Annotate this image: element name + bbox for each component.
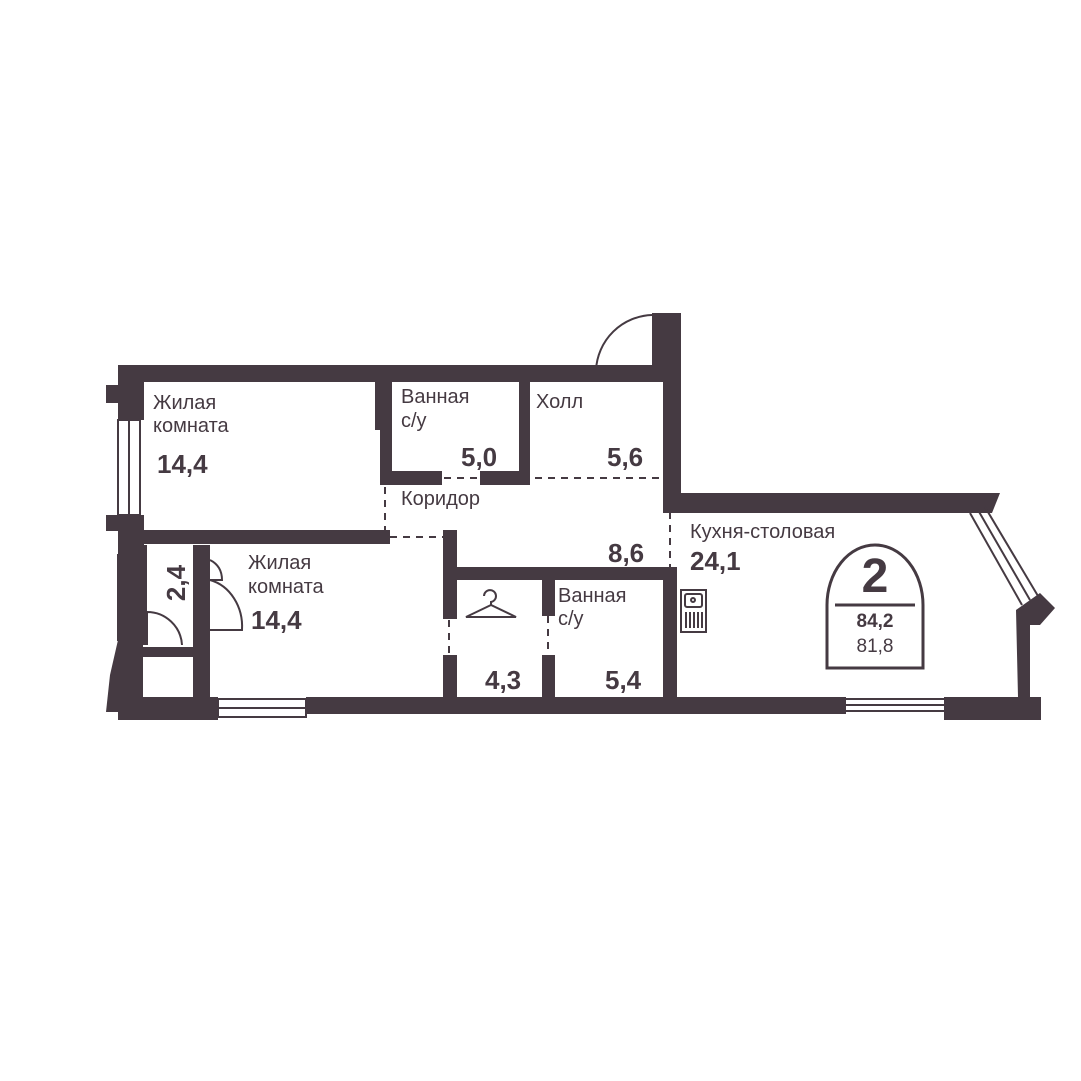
living1-label-line1: Жилая (153, 392, 217, 414)
badge-living-area: 81,8 (856, 636, 894, 657)
wall-kitchen-top (663, 493, 1000, 513)
corridor-label: Коридор (401, 488, 480, 510)
windows (117, 419, 1039, 718)
living1-area: 14,4 (157, 449, 208, 479)
window-kitchen-diagonal (969, 512, 1023, 606)
closet-area: 4,3 (485, 665, 522, 695)
wall-living-divider (143, 530, 390, 544)
badge-total-area: 84,2 (856, 611, 894, 632)
badge-rooms-count: 2 (861, 550, 889, 603)
wall-left-top (118, 365, 144, 420)
badge-frame (825, 543, 925, 670)
living2-label-line1: Жилая (248, 552, 312, 574)
apartment-badge (825, 543, 925, 670)
doors (146, 314, 653, 646)
hanger-icon (465, 589, 517, 618)
wall-top (118, 365, 663, 382)
kitchen-area: 24,1 (690, 546, 741, 576)
wall-left-bottom (118, 555, 143, 720)
bath1-label-line1: Ванная (401, 386, 470, 408)
bath1-area: 5,0 (461, 442, 498, 472)
wall-left-mid (118, 515, 144, 555)
sink-icon (680, 589, 707, 633)
wall-bottom-mid (306, 697, 846, 714)
living2-label-line2: комната (248, 576, 324, 598)
zone-boundaries (384, 477, 671, 655)
living1-label-line2: комната (153, 415, 229, 437)
wall-hall-right (663, 365, 681, 510)
storage-door (209, 559, 224, 581)
hall-label: Холл (536, 391, 584, 413)
kitchen-label: Кухня-столовая (690, 521, 836, 543)
wall-bottom-left (118, 697, 218, 720)
bath1-label-line2: с/у (401, 410, 427, 432)
bath2-label-line2: с/у (558, 608, 584, 630)
living2-area: 14,4 (251, 605, 302, 635)
bath2-label-line1: Ванная (558, 585, 627, 607)
hall-area: 5,6 (607, 442, 644, 472)
walls (106, 313, 1055, 720)
wall-central-top (443, 567, 677, 580)
wall-bottom-right (944, 697, 1041, 720)
bath2-area: 5,4 (605, 665, 642, 695)
wall-bath2-right (663, 567, 677, 700)
entrance-door-arc (595, 314, 653, 371)
corridor-area: 8,6 (608, 538, 645, 568)
storage-area: 2,4 (161, 564, 191, 602)
